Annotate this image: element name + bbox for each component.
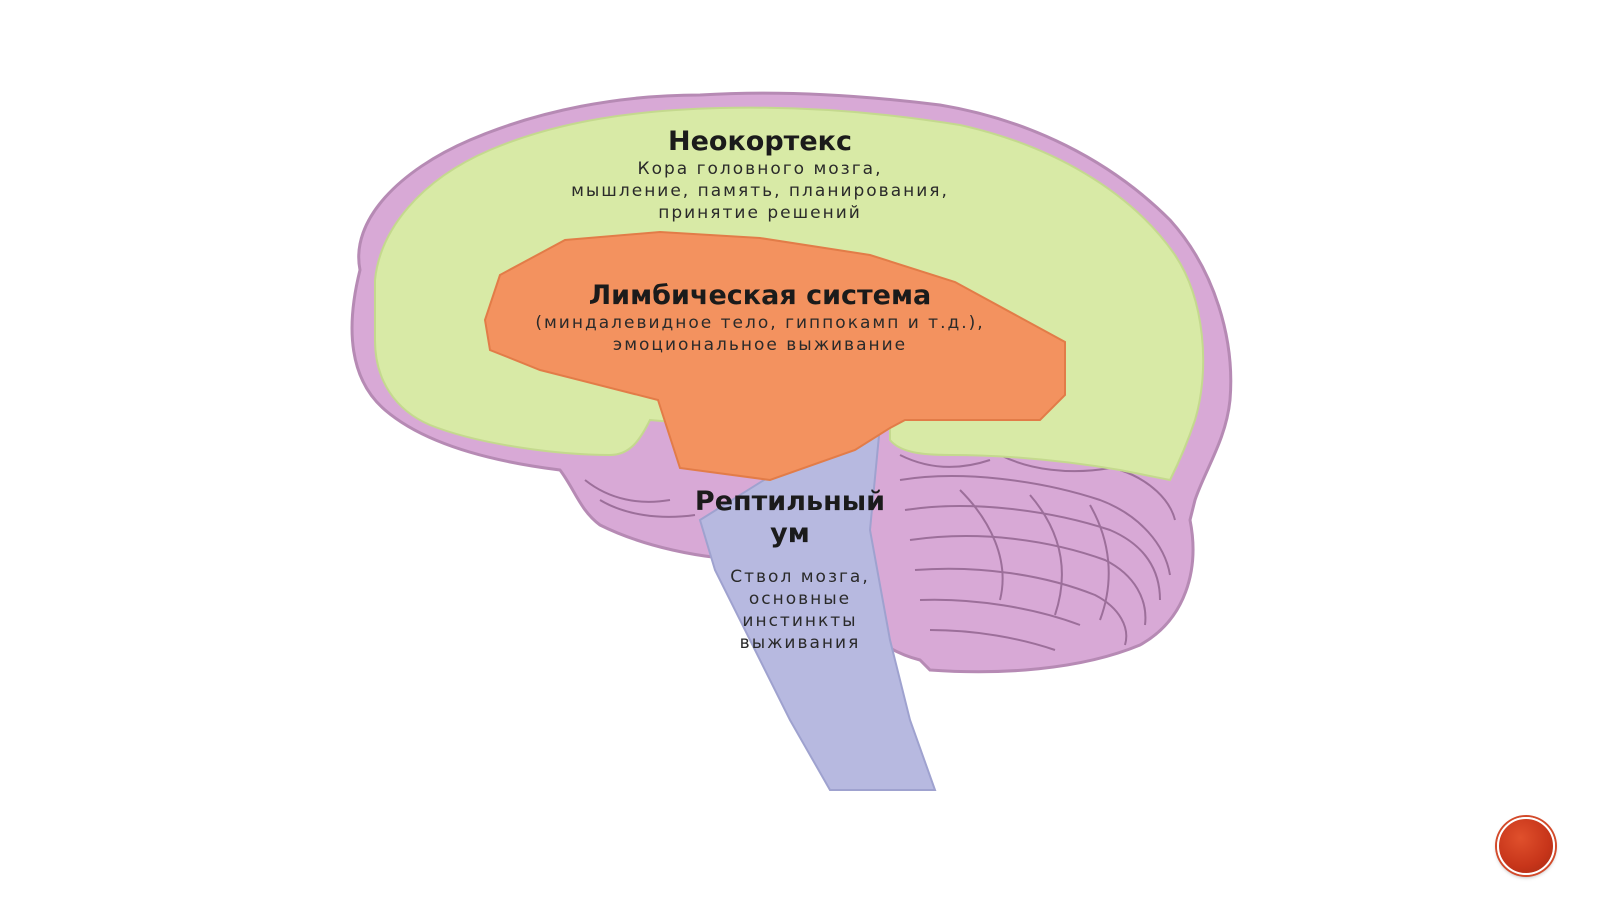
neocortex-title: Неокортекс — [668, 126, 852, 157]
reptilian-desc-line-2: основные — [748, 589, 852, 609]
limbic-desc-line-2: эмоциональное выживание — [612, 335, 908, 356]
reptilian-title-line-1: Рептильный — [694, 486, 886, 517]
neocortex-desc-line-3: принятие решений — [658, 203, 862, 224]
neocortex-label: Неокортекс Кора головного мозга, мышлени… — [520, 126, 1000, 224]
reptilian-desc-line-1: Ствол мозга, — [730, 567, 870, 587]
reptilian-title: Рептильный ум — [660, 486, 920, 551]
neocortex-desc-line-2: мышление, память, планирования, — [571, 181, 949, 202]
reptilian-desc-line-3: инстинкты — [742, 611, 858, 631]
limbic-title: Лимбическая система — [588, 280, 932, 311]
cerebellum-folds — [584, 454, 1176, 651]
limbic-label: Лимбическая система (миндалевидное тело,… — [480, 280, 1040, 356]
limbic-region — [483, 230, 1066, 482]
reptilian-desc-line-4: выживания — [739, 633, 861, 653]
reptilian-title-line-2: ум — [770, 518, 810, 550]
reptilian-desc: Ствол мозга, основные инстинкты выживани… — [700, 566, 900, 654]
limbic-desc-line-1: (миндалевидное тело, гиппокамп и т.д.), — [535, 313, 985, 334]
circle-nav-icon[interactable] — [1497, 817, 1555, 875]
neocortex-desc-line-1: Кора головного мозга, — [637, 159, 883, 180]
